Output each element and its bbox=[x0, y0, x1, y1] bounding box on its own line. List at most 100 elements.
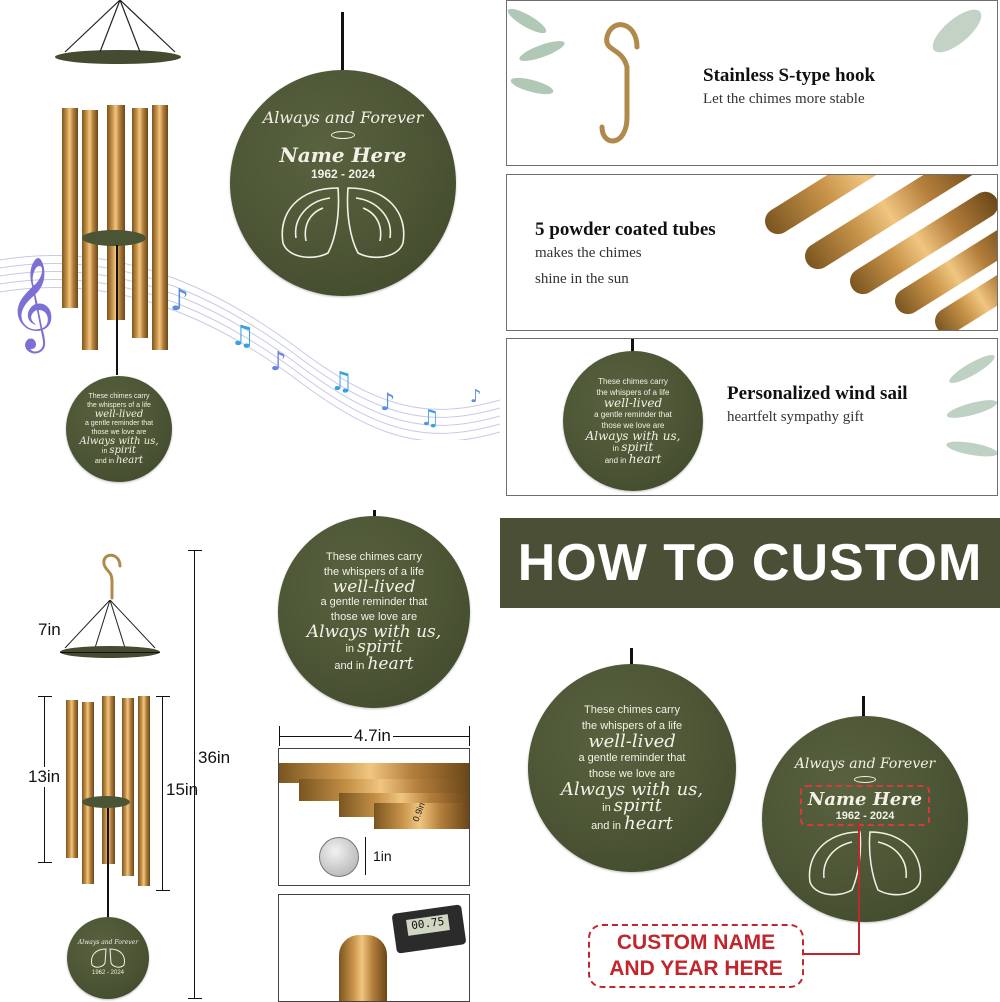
custom-front-sail: Always and Forever Name Here 1962 - 2024 bbox=[762, 716, 968, 922]
vl-l9: and in bbox=[334, 660, 365, 672]
leaf-panel-icon bbox=[946, 355, 997, 457]
custom-wings-icon bbox=[808, 831, 922, 896]
dim-top-width-label: 7in bbox=[38, 620, 61, 639]
chime-tube-5 bbox=[152, 105, 168, 350]
fs-l5: those we love are bbox=[601, 421, 665, 430]
custom-front-heading: Always and Forever bbox=[794, 756, 936, 772]
svg-text:𝄞: 𝄞 bbox=[8, 256, 55, 353]
cv-l1: These chimes carry bbox=[584, 704, 680, 716]
verse-l9-10: and in heart bbox=[95, 456, 143, 466]
custom-name-callout: CUSTOM NAME AND YEAR HERE bbox=[588, 924, 804, 988]
chime-tube-1 bbox=[62, 108, 78, 308]
callout-line1: CUSTOM NAME bbox=[616, 931, 776, 954]
feature-sail-sub: heartfelt sympathy gift bbox=[727, 409, 864, 425]
feature-sail-panel: These chimes carry the whispers of a lif… bbox=[506, 338, 998, 496]
chime-striker bbox=[82, 230, 146, 246]
cv-l10: heart bbox=[624, 813, 673, 834]
vl-l6: Always with us, bbox=[306, 622, 442, 642]
cv-l4: a gentle reminder that bbox=[578, 752, 686, 764]
how-to-custom-banner: HOW TO CUSTOM bbox=[500, 518, 1000, 608]
verse-l3: well-lived bbox=[94, 409, 144, 420]
vl-l2: the whispers of a life bbox=[323, 566, 425, 578]
verse-sail-large: These chimes carry the whispers of a lif… bbox=[278, 516, 470, 708]
photo-tube-1 bbox=[279, 763, 469, 783]
front-sail-cord bbox=[341, 12, 344, 82]
chime-tube-2 bbox=[82, 110, 98, 350]
verse-l2: the whispers of a life bbox=[87, 402, 151, 409]
vl-l7-8: in spirit bbox=[345, 639, 402, 657]
svg-text:♫: ♫ bbox=[330, 367, 353, 397]
front-sail-name: Name Here bbox=[279, 143, 407, 167]
verse-l10: heart bbox=[115, 455, 144, 466]
halo-icon bbox=[331, 131, 355, 139]
callout-line2: AND YEAR HERE bbox=[609, 957, 783, 980]
fs-l8: spirit bbox=[621, 440, 654, 454]
cv-l2: the whispers of a life bbox=[581, 720, 683, 732]
dim-cord bbox=[107, 808, 109, 920]
verse-l7-8: in spirit bbox=[102, 446, 136, 456]
dim-long-tube-cap-bottom bbox=[156, 890, 170, 891]
vl-l7: in bbox=[345, 643, 355, 655]
chime-top-cap bbox=[55, 50, 181, 64]
chime-strings bbox=[64, 0, 176, 53]
coin-line bbox=[365, 837, 366, 875]
s-hook-icon bbox=[599, 22, 640, 144]
fs-l9: and in bbox=[604, 456, 627, 465]
front-sail: Always and Forever Name Here 1962 - 2024 bbox=[230, 70, 456, 296]
fs-l2: the whispers of a life bbox=[596, 388, 670, 397]
vl-l9-10: and in heart bbox=[334, 654, 414, 674]
feature-tubes-panel: 5 powder coated tubes makes the chimes s… bbox=[506, 174, 998, 331]
dim-short-tube-label: 13in bbox=[28, 767, 61, 787]
fs-l9-10: and in heart bbox=[604, 452, 662, 466]
vl-l3: well-lived bbox=[332, 577, 416, 597]
vl-l4: a gentle reminder that bbox=[320, 596, 428, 608]
svg-text:♪: ♪ bbox=[270, 347, 287, 377]
small-sail-verse: These chimes carry the whispers of a lif… bbox=[66, 376, 172, 482]
dim-striker bbox=[82, 796, 130, 808]
verse-l4: a gentle reminder that bbox=[84, 420, 154, 427]
cv-l3: well-lived bbox=[588, 731, 676, 752]
cv-l9-10: and in heart bbox=[591, 813, 673, 834]
feature-hook-sub: Let the chimes more stable bbox=[703, 91, 865, 107]
verse-l5: those we love are bbox=[91, 429, 147, 436]
front-sail-years: 1962 - 2024 bbox=[310, 167, 376, 181]
vl-l5: those we love are bbox=[330, 611, 418, 623]
sail-width-label: 4.7in bbox=[352, 726, 393, 746]
svg-text:♫: ♫ bbox=[420, 406, 440, 431]
dim-mini-sail: Always and Forever 1962 - 2024 bbox=[67, 917, 149, 999]
custom-halo-icon bbox=[854, 776, 876, 783]
fs-l6: Always with us, bbox=[585, 429, 681, 443]
dim-strings bbox=[64, 600, 156, 649]
callout-leader-h bbox=[800, 953, 860, 955]
photo-tube-4 bbox=[374, 803, 469, 829]
fs-l3: well-lived bbox=[603, 396, 663, 410]
sail-width-cap-left bbox=[279, 726, 280, 746]
dim-tube-5 bbox=[138, 696, 150, 886]
dim-total-line bbox=[194, 550, 195, 998]
coin-icon bbox=[319, 837, 359, 877]
vl-l1: These chimes carry bbox=[326, 551, 422, 563]
chime-product-hero: 𝄞 ♪ ♫ ♪ ♫ ♪ ♫ ♪ These chimes carry the w… bbox=[0, 0, 500, 500]
chime-tube-3 bbox=[107, 105, 125, 320]
custom-front-cord bbox=[862, 696, 865, 722]
front-sail-heading: Always and Forever bbox=[262, 108, 424, 127]
custom-name-highlight: Name Here 1962 - 2024 bbox=[799, 785, 931, 826]
dim-short-tube-cap-bottom bbox=[38, 862, 52, 863]
custom-verse-cord bbox=[630, 648, 633, 670]
vl-l10: heart bbox=[367, 654, 414, 674]
dim-long-tube-line bbox=[162, 696, 163, 890]
chime-tube-4 bbox=[132, 108, 148, 338]
verse-l7: in bbox=[101, 448, 108, 455]
verse-l9: and in bbox=[94, 458, 114, 465]
svg-text:♪: ♪ bbox=[170, 283, 189, 318]
dim-total-cap-bottom bbox=[188, 998, 202, 999]
fs-l10: heart bbox=[628, 452, 662, 466]
cv-l9: and in bbox=[591, 820, 622, 832]
feature-sail-title: Personalized wind sail bbox=[727, 383, 908, 404]
svg-text:♫: ♫ bbox=[230, 319, 255, 352]
dim-tube-1 bbox=[66, 700, 78, 858]
cv-l8: spirit bbox=[613, 795, 662, 816]
callout-leader bbox=[858, 822, 860, 954]
fs-l1: These chimes carry bbox=[598, 377, 668, 386]
dim-wings-icon bbox=[91, 948, 125, 968]
